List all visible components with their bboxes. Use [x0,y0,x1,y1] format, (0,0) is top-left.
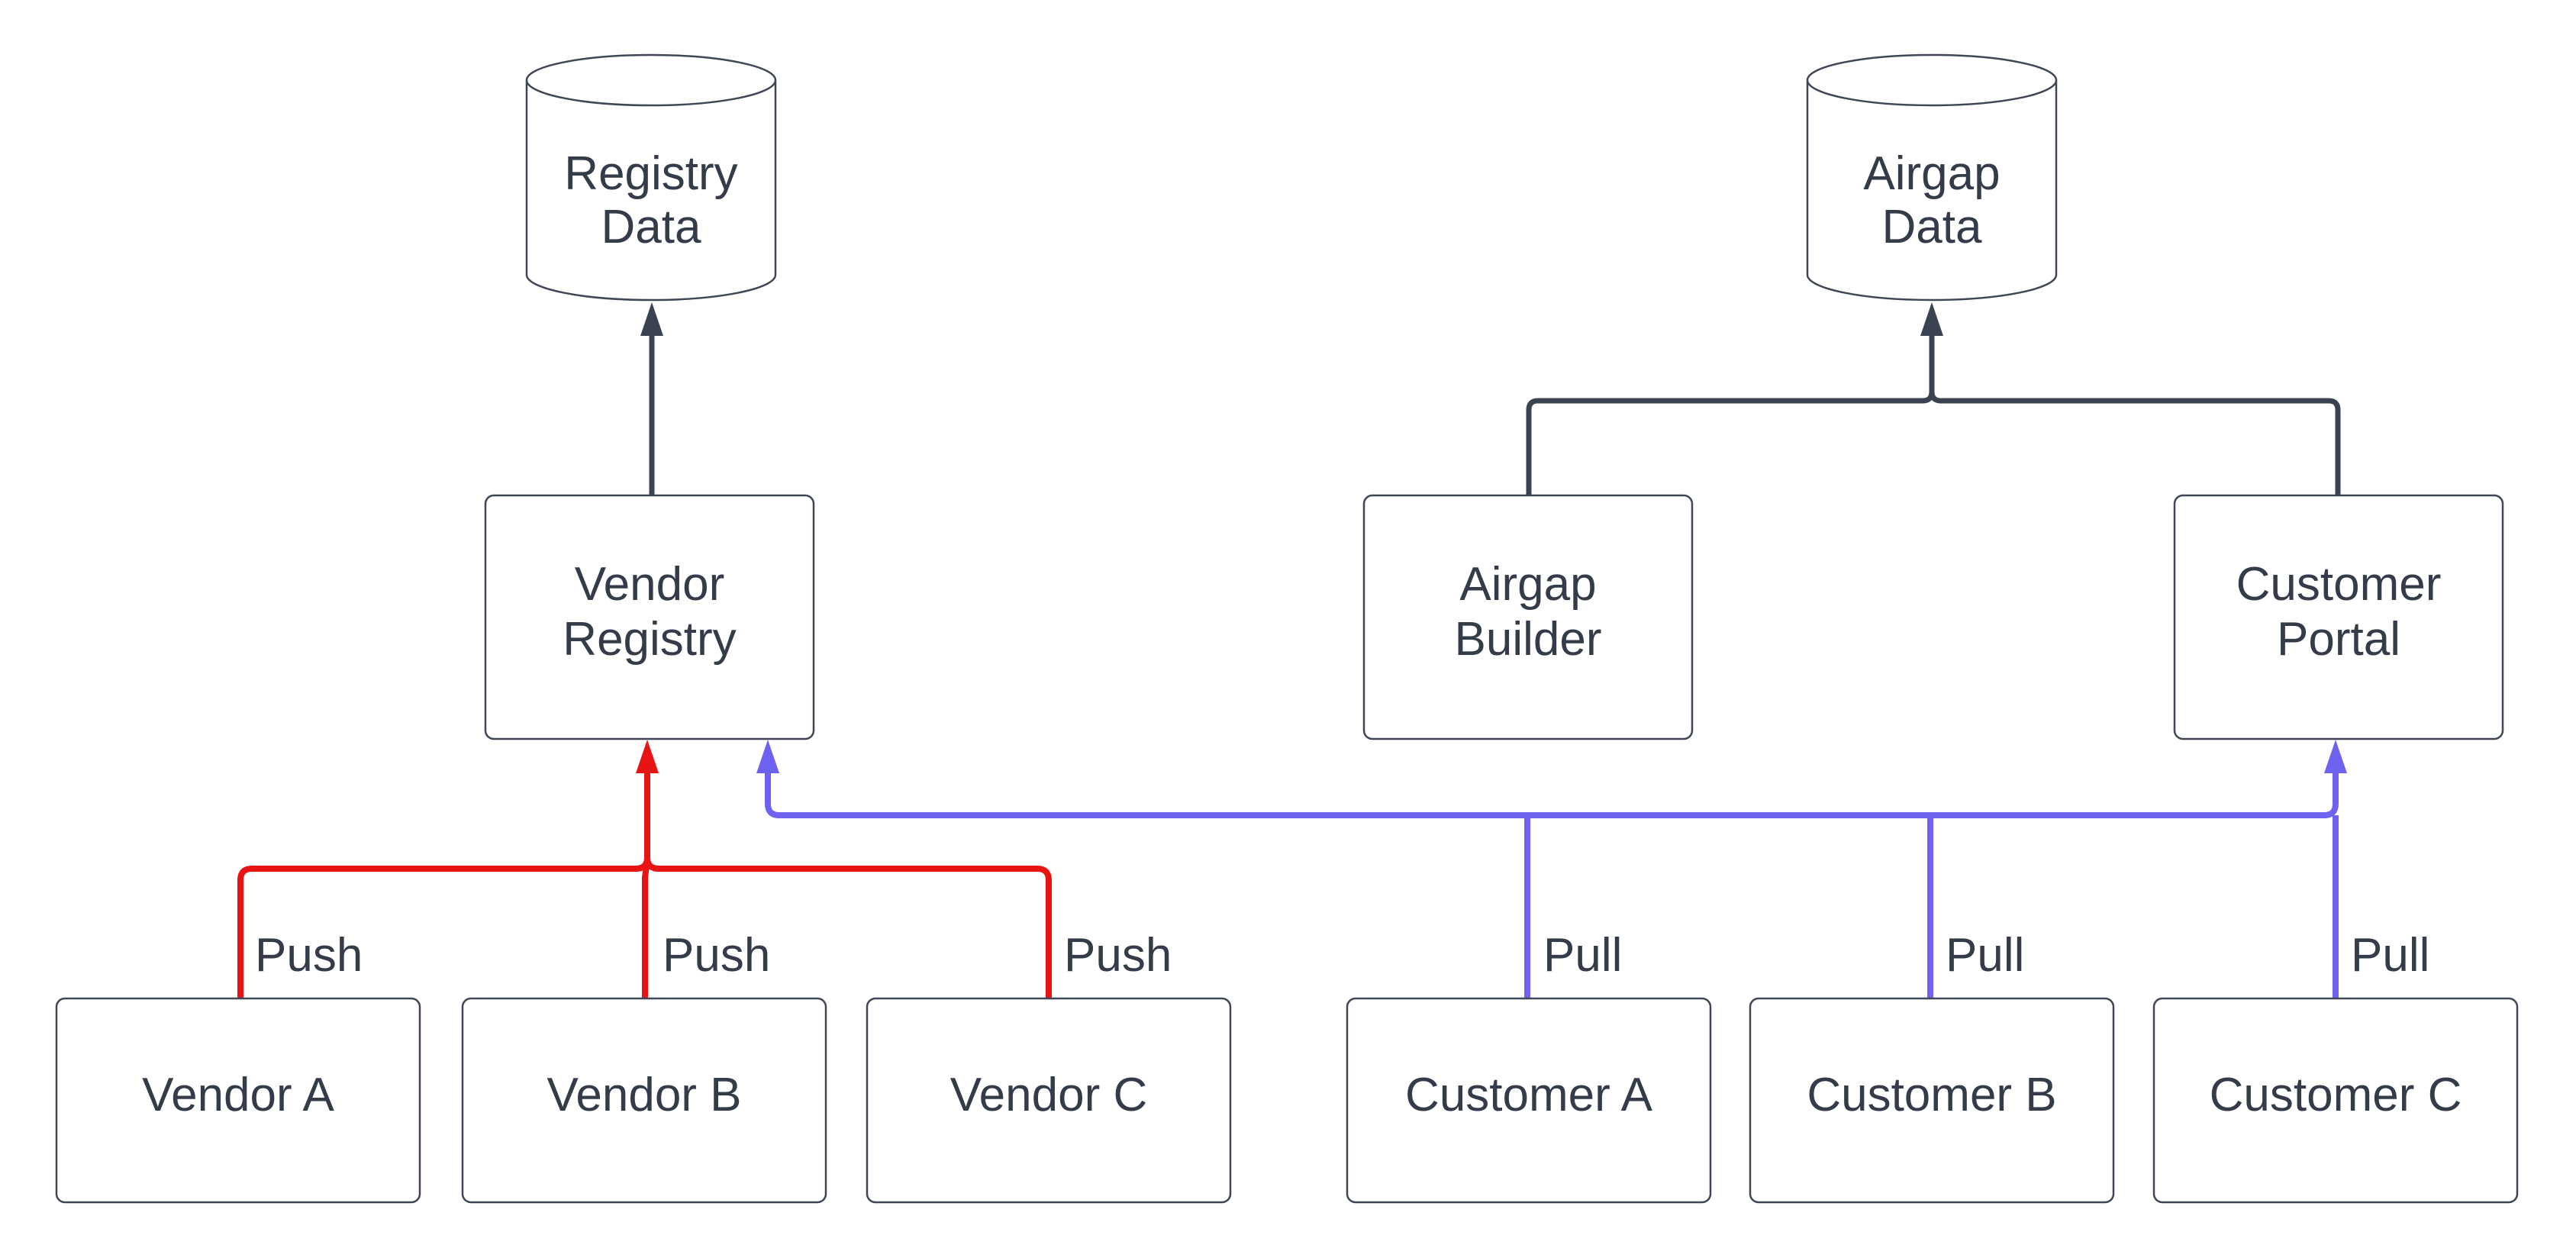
node-vendor-c: Vendor C [866,997,1232,1204]
registry-data-label-line2: Data [601,201,701,253]
node-vendor-registry: Vendor Registry [484,494,815,740]
vendor-c-label: Vendor C [950,1069,1148,1121]
edge-customer-portal-to-airgap-data [1920,302,2341,495]
registry-data-label-line1: Registry [564,147,737,200]
node-customer-c: Customer C [2152,997,2519,1204]
cylinder-registry-data-top [525,53,777,107]
customer-portal-label-line2: Portal [2277,613,2400,666]
node-customer-b: Customer B [1749,997,2115,1204]
airgap-data-label-line1: Airgap [1863,147,2000,200]
arrowhead-pull-vendor-registry-icon [756,740,779,773]
cylinder-registry-data: Registry Data [525,53,777,302]
customer-portal-label-line1: Customer [2236,558,2442,611]
node-customer-portal: Customer Portal [2173,494,2504,740]
airgap-builder-label-line2: Builder [1455,613,1602,666]
edge-airgap-builder-to-airgap-data [1526,333,1935,495]
edge-vendor-c-to-vendor-registry [636,740,1052,999]
arrowhead-pull-customer-portal-icon [2324,740,2347,773]
vendor-registry-label-line2: Registry [563,613,736,666]
arrowhead-push-vendor-registry-icon [636,740,659,773]
vendor-b-label: Vendor B [546,1069,741,1121]
node-customer-a: Customer A [1346,997,1712,1204]
edge-label-push-vendor-c: Push [1064,929,1172,982]
edge-vendor-registry-to-registry-data [640,302,663,495]
vendor-registry-label-line1: Vendor [575,558,725,611]
node-vendor-a: Vendor A [55,997,421,1204]
edge-label-push-vendor-a: Push [255,929,363,982]
edge-label-push-vendor-b: Push [663,929,770,982]
customer-a-label: Customer A [1405,1069,1653,1121]
edge-customers-to-vendor-registry-and-portal [756,740,2347,999]
node-vendor-b: Vendor B [461,997,827,1204]
airgap-builder-label-line1: Airgap [1459,558,1596,611]
edge-label-pull-customer-b: Pull [1946,929,2024,982]
edge-label-pull-customer-a: Pull [1543,929,1622,982]
customer-b-label: Customer B [1807,1069,2056,1121]
airgap-data-label-line2: Data [1882,201,1982,253]
arrowhead-registry-data-icon [640,302,663,336]
node-airgap-builder: Airgap Builder [1362,494,1694,740]
vendor-a-label: Vendor A [142,1069,334,1121]
arrowhead-airgap-data-icon [1920,302,1943,336]
cylinder-airgap-data-top [1806,53,2058,107]
customer-c-label: Customer C [2210,1069,2462,1121]
edge-label-pull-customer-c: Pull [2351,929,2429,982]
cylinder-airgap-data: Airgap Data [1806,53,2058,302]
